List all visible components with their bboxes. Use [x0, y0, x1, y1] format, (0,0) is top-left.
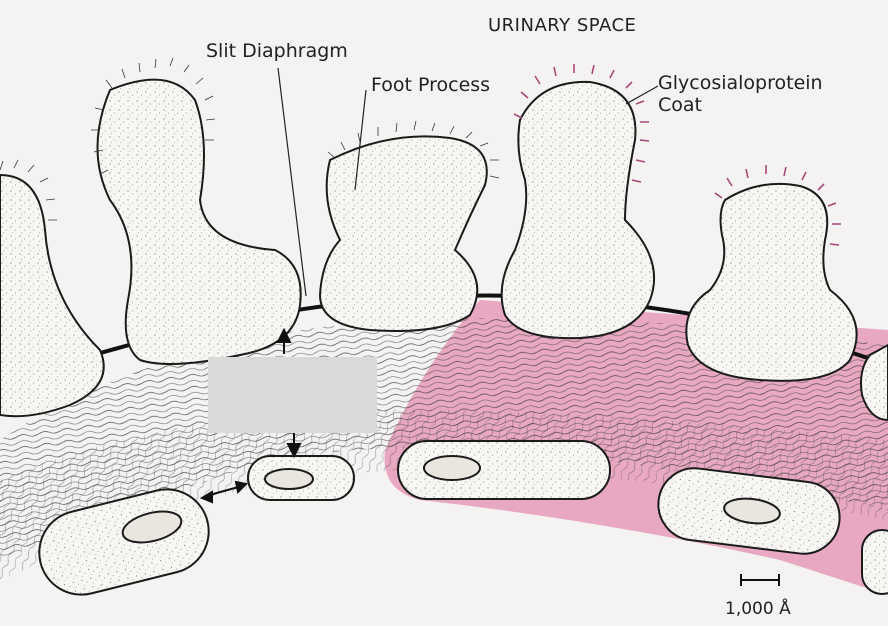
endothelial-nucleus-2 — [264, 468, 314, 490]
glyco-coat-leader — [625, 85, 659, 105]
foot-processes — [0, 78, 888, 422]
scale-bar-label: 1,000 Å — [725, 599, 791, 619]
endothelial-nucleus-1 — [121, 510, 183, 544]
redaction-box — [208, 357, 377, 433]
foot-process-leader — [354, 89, 367, 191]
coat-hairs — [0, 57, 500, 221]
leader-lines — [277, 67, 659, 297]
foot-process-2 — [96, 78, 302, 365]
coat-hairs-pink — [513, 64, 841, 246]
glyco-label-line2: Coat — [658, 93, 702, 116]
measurement-arrows — [199, 327, 302, 504]
urinary-space-label: URINARY SPACE — [488, 15, 637, 36]
endothelial-cells — [38, 440, 888, 596]
foot-process-label: Foot Process — [371, 74, 491, 96]
glycosialoprotein-coat-label: Glycosialoprotein Coat — [658, 72, 823, 117]
basement-membrane-lower — [0, 409, 888, 580]
glyco-label-line1: Glycosialoprotein — [658, 72, 823, 94]
foot-process-1 — [0, 173, 105, 418]
foot-process-3 — [318, 135, 488, 332]
endothelial-cell-5 — [861, 529, 888, 595]
endothelial-nucleus-3 — [423, 455, 481, 481]
slit-diaphragm-label: Slit Diaphragm — [206, 40, 348, 62]
foot-process-6 — [860, 343, 888, 422]
scale-bar — [740, 574, 780, 586]
foot-process-4 — [500, 80, 656, 340]
foot-process-5 — [685, 182, 858, 382]
slit-diaphragm-leader — [277, 67, 307, 297]
endothelial-nucleus-4 — [723, 497, 781, 525]
